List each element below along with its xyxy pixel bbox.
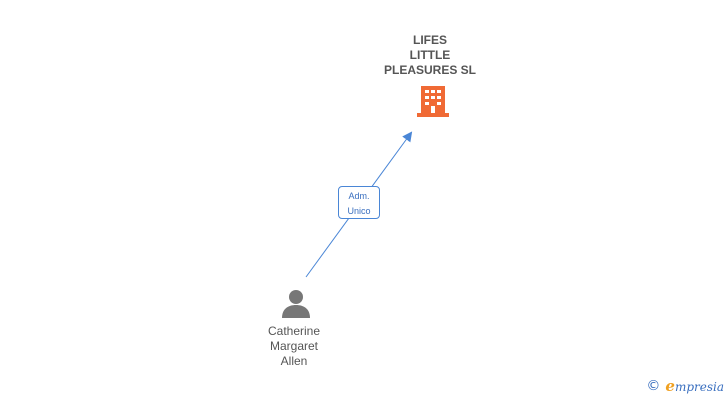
copyright-icon: © bbox=[646, 378, 661, 394]
person-name[interactable]: Catherine Margaret Allen bbox=[267, 324, 321, 368]
brand-initial: e bbox=[665, 377, 675, 395]
building-icon[interactable] bbox=[417, 86, 449, 117]
empresia-logo[interactable]: © empresia bbox=[646, 377, 724, 395]
role-badge[interactable]: Adm. Unico bbox=[338, 186, 380, 219]
person-icon[interactable] bbox=[282, 290, 310, 318]
company-name[interactable]: LIFES LITTLE PLEASURES SL bbox=[383, 33, 476, 77]
brand-name: empresia bbox=[665, 377, 724, 395]
brand-rest: mpresia bbox=[674, 380, 724, 394]
